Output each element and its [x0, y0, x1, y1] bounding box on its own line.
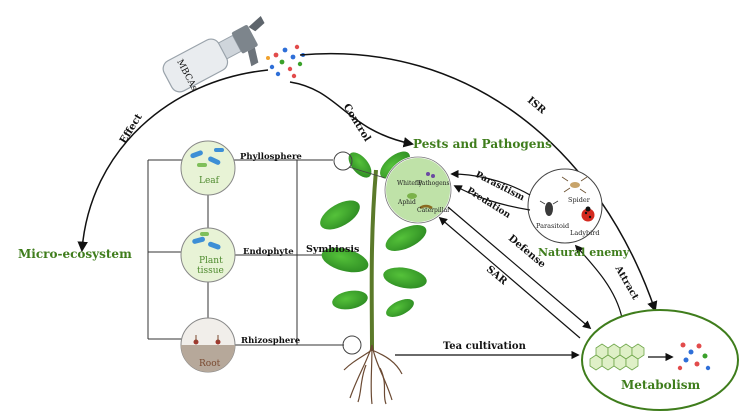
spray-droplets	[266, 44, 305, 79]
endophyte-label: Endophyte	[243, 247, 294, 257]
rhizosphere-label: Rhizosphere	[241, 336, 301, 346]
pathogens-label: Pathogens	[418, 180, 450, 187]
spider-label: Spider	[568, 196, 590, 204]
caterpillar-label: Caterpillar	[417, 207, 451, 214]
plant-tissue-microbe-circle	[180, 227, 236, 283]
parasitism-arrow	[450, 169, 531, 196]
metabolism-label: Metabolism	[621, 378, 701, 392]
attract-arrow	[574, 244, 623, 319]
metabolism-ellipse	[581, 309, 739, 411]
plant-label: Plant	[199, 256, 223, 266]
phyllosphere-label: Phyllosphere	[240, 152, 302, 162]
whitefly-label: Whitefly	[397, 180, 423, 187]
sar-arrow	[438, 216, 581, 339]
effect-arrow	[77, 69, 269, 253]
symbiosis-label: Symbiosis	[306, 244, 360, 255]
spray-bottle-icon	[162, 15, 265, 93]
leaf-microbe-circle	[180, 140, 236, 196]
natural-enemy-label: Natural enemy	[538, 246, 630, 259]
root-label: Root	[199, 359, 221, 369]
control-arrow	[289, 81, 415, 148]
parasitoid-label: Parasitoid	[536, 222, 570, 230]
isr-arrow	[299, 52, 658, 312]
defense-arrow	[447, 206, 592, 330]
predation-arrow	[453, 185, 531, 211]
ladybird-label: Ladybird	[570, 229, 600, 237]
pest-circle	[384, 156, 452, 224]
tea-cultivation-label: Tea cultivation	[443, 341, 526, 352]
root-microbe-circle	[180, 317, 236, 373]
pests-and-pathogens-label: Pests and Pathogens	[413, 137, 552, 151]
micro-ecosystem-label: Micro-ecosystem	[18, 247, 132, 261]
leaf-label: Leaf	[199, 176, 219, 186]
aphid-label: Aphid	[398, 199, 416, 206]
tissue-label: tissue	[197, 266, 224, 276]
microbiome-bracket	[147, 159, 360, 346]
tea-plant	[320, 151, 427, 405]
natural-enemy-circle	[527, 168, 603, 244]
